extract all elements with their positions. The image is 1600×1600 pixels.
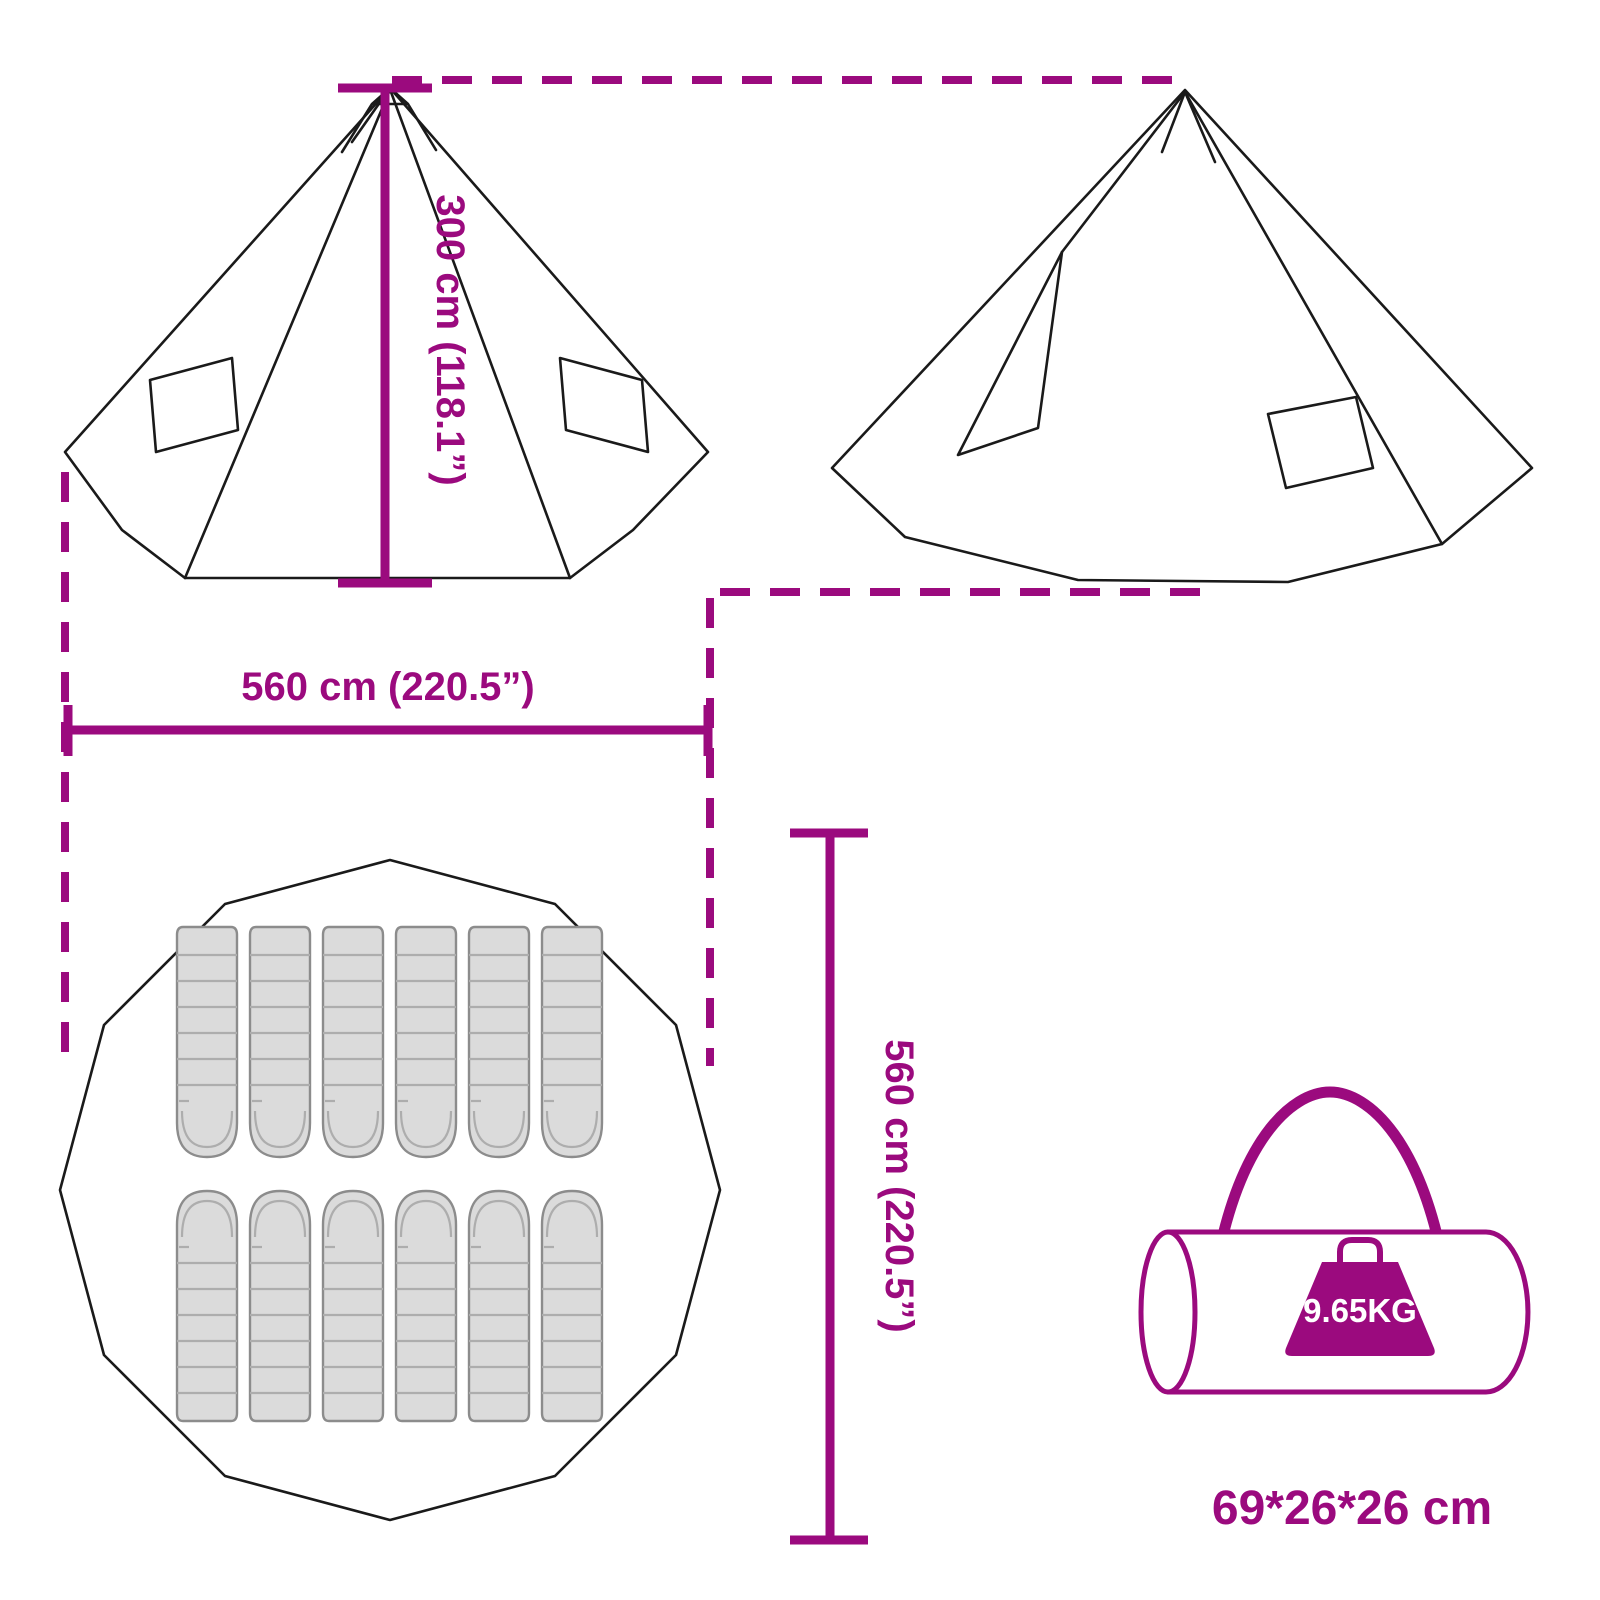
weight-hook-icon	[1337, 1237, 1383, 1265]
depth-dimension: 560 cm (220.5”)	[790, 828, 921, 1545]
sleeping-bag	[248, 925, 312, 1159]
sleeping-bag	[321, 925, 385, 1159]
tent-side-view	[830, 88, 1534, 584]
sleeping-bag	[175, 1189, 239, 1423]
tent-side-body	[830, 88, 1534, 584]
tent-front-window-left	[148, 356, 240, 454]
sleeping-bag	[467, 925, 531, 1159]
packed-size-label: 69*26*26 cm	[1212, 1482, 1492, 1535]
tent-side-window	[1266, 395, 1375, 490]
tent-front-window-right	[558, 356, 650, 454]
sleeping-bag	[540, 1189, 604, 1423]
sleeping-bag	[394, 925, 458, 1159]
tent-side-seam-left	[1060, 90, 1187, 254]
sleeping-bag	[321, 1189, 385, 1423]
sleeping-bag	[248, 1189, 312, 1423]
floor-plan-view	[58, 858, 722, 1522]
tent-front-seam-right	[389, 90, 572, 580]
tent-side-seam-right	[1183, 90, 1444, 546]
height-dimension: 300 cm (118.1”)	[338, 83, 472, 588]
sleeping-bag	[394, 1189, 458, 1423]
weight-icon	[1285, 1262, 1435, 1356]
sleeping-bag	[175, 925, 239, 1159]
sleeping-bag	[467, 1189, 531, 1423]
tent-side-door	[956, 250, 1064, 457]
width-dimension: 560 cm (220.5”)	[63, 665, 713, 756]
floor-plan-outline	[58, 858, 722, 1522]
sleeping-bag	[540, 925, 604, 1159]
carry-bag-handle	[1207, 1086, 1453, 1291]
weight-label: 9.65KG	[1303, 1292, 1417, 1329]
tent-front-vent	[340, 86, 438, 154]
carry-bag-end-cap	[1138, 1229, 1198, 1395]
tent-front-seam-left	[183, 90, 391, 580]
guide-lines	[61, 76, 1205, 1066]
tent-side-vent	[1160, 90, 1217, 164]
carry-bag-view: 9.65KG 69*26*26 cm	[1138, 1086, 1531, 1535]
height-dimension-label: 300 cm (118.1”)	[428, 194, 472, 485]
width-dimension-label: 560 cm (220.5”)	[241, 665, 535, 709]
depth-dimension-label: 560 cm (220.5”)	[877, 1039, 921, 1333]
